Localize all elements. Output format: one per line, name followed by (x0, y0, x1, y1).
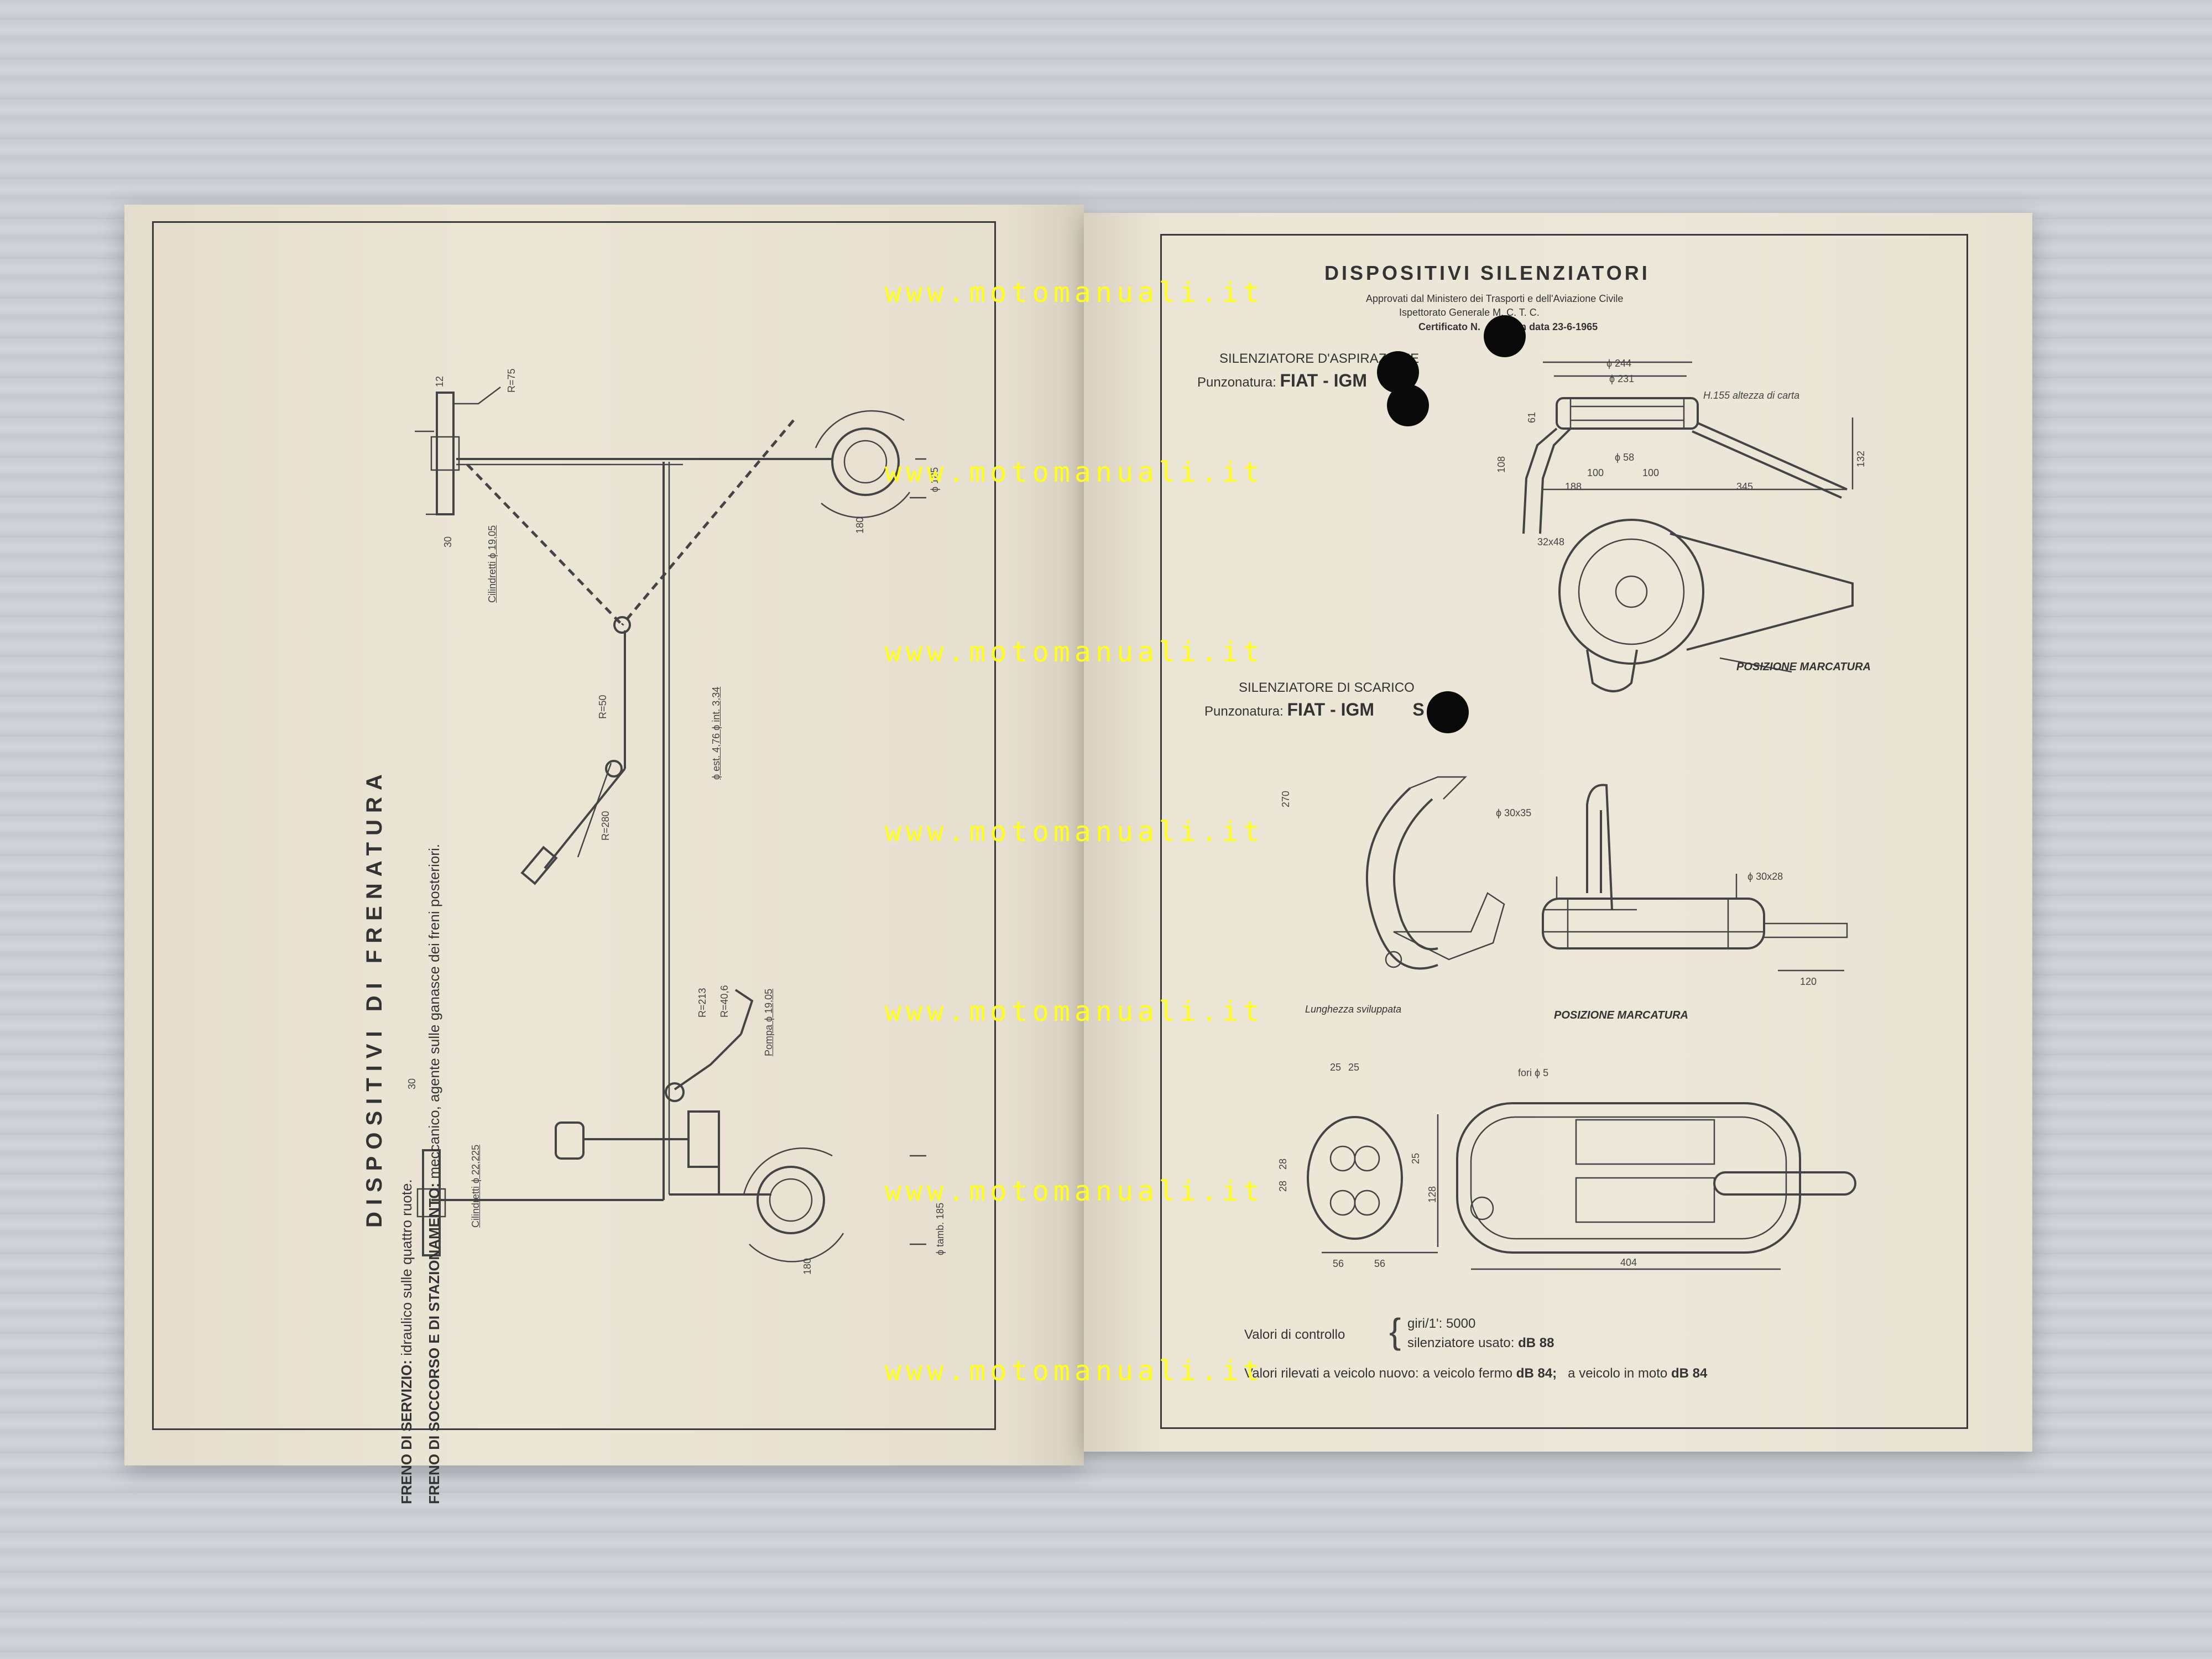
intake-punch-line: Punzonatura: FIAT - IGM S (1197, 371, 1411, 391)
dim-30x35: ϕ 30x35 (1496, 807, 1532, 818)
intake-punch-label: Punzonatura: (1197, 375, 1276, 390)
dim-25c: 25 (1410, 1152, 1421, 1164)
right-page-frame (1160, 234, 1968, 1429)
parking-brake-line: FRENO DI SOCCORSO E DI STAZIONAMENTO: me… (426, 844, 443, 1504)
silencer-used-line: silenziatore usato: dB 88 (1407, 1335, 1554, 1351)
holes-label: fori ϕ 5 (1518, 1067, 1549, 1078)
dim-25b: 25 (1348, 1062, 1360, 1073)
d12-label: 12 (434, 375, 445, 387)
service-brake-text: idraulico sulle quattro ruote. (398, 1179, 415, 1356)
silencer-diagrams (1307, 361, 1856, 1270)
front-cylinders-label: Cilindretti ϕ 22,225 (470, 1144, 481, 1228)
drum-front-label: ϕ tamb. 185 (935, 1202, 946, 1255)
exhaust-punch-value: FIAT - IGM (1287, 700, 1375, 719)
service-brake-line: FRENO DI SERVIZIO: idraulico sulle quatt… (398, 1179, 415, 1504)
r40-label: R=40,6 (719, 985, 730, 1018)
d30b-label: 30 (406, 1078, 418, 1089)
developed-length-label: Lunghezza sviluppata (1305, 1004, 1402, 1015)
redaction-dot-exhaust (1427, 691, 1469, 733)
rpm-line: giri/1': 5000 (1407, 1316, 1476, 1331)
exhaust-punch-label: Punzonatura: (1204, 704, 1284, 719)
silencer-used-value: dB 88 (1518, 1335, 1554, 1350)
measured-stationary: dB 84; (1516, 1366, 1557, 1381)
r50-label: R=50 (597, 695, 608, 719)
d180-top-label: 180 (854, 517, 865, 534)
intake-punch-value: FIAT - IGM (1280, 371, 1368, 390)
dim-120: 120 (1800, 976, 1817, 987)
dim-404: 404 (1620, 1257, 1637, 1268)
redaction-dot-certificate (1484, 315, 1526, 357)
marking-position-intake: POSIZIONE MARCATURA (1736, 661, 1871, 673)
watermark-3: www.motomanuali.it (885, 636, 1264, 668)
dim-128: 128 (1427, 1186, 1438, 1203)
watermark-1: www.motomanuali.it (885, 276, 1264, 309)
watermark-5: www.motomanuali.it (885, 995, 1264, 1027)
inspectorate-line: Ispettorato Generale M. C. T. C. (1399, 307, 1540, 318)
dim-56b: 56 (1374, 1258, 1386, 1269)
right-page-silencers: DISPOSITIVI SILENZIATORI Approvati dal M… (1084, 213, 2032, 1452)
measured-moving-label: a veicolo in moto (1568, 1366, 1668, 1381)
dim-32x48: 32x48 (1537, 536, 1565, 547)
dim-30x28: ϕ 30x28 (1747, 871, 1783, 882)
exhaust-punch-tail: S (1412, 700, 1425, 719)
d30a-label: 30 (442, 536, 453, 547)
approval-line: Approvati dal Ministero dei Trasporti e … (1366, 293, 1624, 304)
dim-28b: 28 (1277, 1180, 1288, 1192)
dim-231: ϕ 231 (1609, 373, 1635, 384)
left-page-braking: DISPOSITIVI DI FRENATURA FRENO DI SERVIZ… (124, 205, 1084, 1504)
measured-moving: dB 84 (1671, 1366, 1708, 1381)
dim-345: 345 (1736, 481, 1754, 492)
dim-28a: 28 (1277, 1158, 1288, 1170)
measured-values-line: Valori rilevati a veicolo nuovo: a veico… (1244, 1366, 1707, 1381)
certificate-line: Certificato N. S in data 23-6-1965 (1418, 321, 1598, 333)
r75-label: R=75 (506, 368, 517, 393)
exhaust-punch-line: Punzonatura: FIAT - IGM S (1204, 700, 1425, 720)
pump-label: Pompa ϕ 19,05 (763, 988, 774, 1056)
watermark-6: www.motomanuali.it (885, 1175, 1264, 1207)
dim-58: ϕ 58 (1615, 452, 1635, 463)
brake-system-diagram (415, 387, 926, 1262)
watermark-4: www.motomanuali.it (885, 816, 1264, 848)
certificate-prefix: Certificato N. (1418, 321, 1481, 332)
d180-bottom-label: 180 (802, 1258, 813, 1275)
r280-label: R=280 (600, 811, 611, 841)
dim-270: 270 (1280, 790, 1291, 807)
watermark-2: www.motomanuali.it (885, 456, 1264, 488)
parking-brake-text: meccanico, agente sulle ganasce dei fren… (426, 844, 442, 1179)
parking-brake-label: FRENO DI SOCCORSO E DI STAZIONAMENTO: (426, 1182, 442, 1504)
silencers-title: DISPOSITIVI SILENZIATORI (1324, 262, 1650, 284)
rear-cylinders-label: Cilindretti ϕ 19,05 (487, 525, 498, 603)
silencer-used-label: silenziatore usato: (1407, 1335, 1515, 1350)
dim-25a: 25 (1330, 1062, 1342, 1073)
service-brake-label: FRENO DI SERVIZIO: (398, 1360, 415, 1504)
redaction-dot-intake-bottom (1387, 384, 1429, 426)
braking-title: DISPOSITIVI DI FRENATURA (362, 768, 387, 1228)
dim-108: 108 (1496, 456, 1507, 473)
values-brace: { (1389, 1311, 1401, 1351)
r213-label: R=213 (697, 988, 708, 1018)
control-values-label: Valori di controllo (1244, 1327, 1345, 1342)
dim-132: 132 (1855, 450, 1866, 467)
measured-values-label: Valori rilevati a veicolo nuovo: a veico… (1244, 1366, 1513, 1381)
exhaust-heading: SILENZIATORE DI SCARICO (1239, 680, 1415, 695)
pipe-label: ϕ est. 4,76 ϕ int. 3,34 (711, 686, 722, 780)
dim-100a: 100 (1587, 467, 1604, 478)
dim-h155: H.155 altezza di carta (1703, 390, 1800, 401)
dim-61: 61 (1526, 411, 1537, 423)
certificate-suffix: S in data 23-6-1965 (1508, 321, 1598, 332)
watermark-7: www.motomanuali.it (885, 1355, 1264, 1387)
dim-188: 188 (1565, 481, 1582, 492)
dim-100b: 100 (1642, 467, 1660, 478)
left-page-frame (152, 221, 996, 1430)
marking-position-exhaust: POSIZIONE MARCATURA (1554, 1009, 1688, 1021)
dim-56a: 56 (1333, 1258, 1344, 1269)
dim-244: ϕ 244 (1606, 358, 1632, 369)
